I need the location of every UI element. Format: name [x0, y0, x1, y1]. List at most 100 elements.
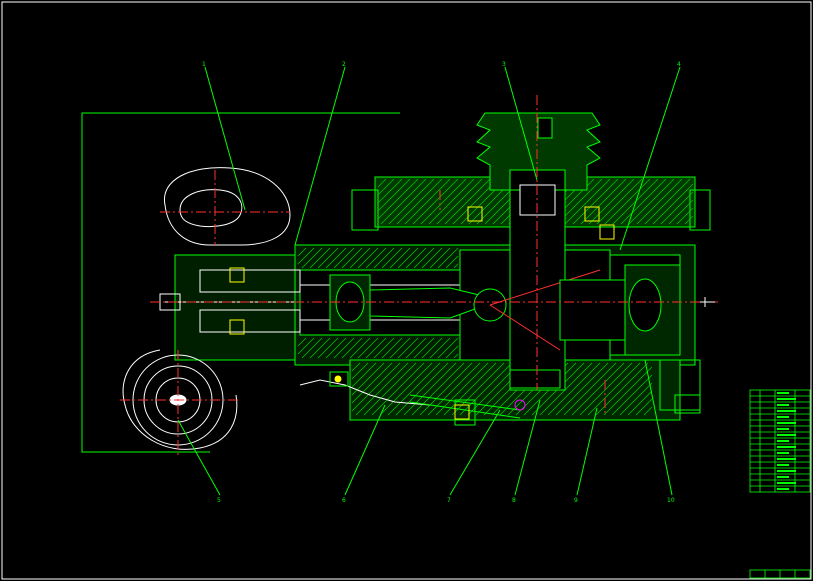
hatch-line	[333, 247, 355, 269]
leader-label-9: 9	[574, 497, 578, 504]
hatch-line	[405, 337, 427, 359]
hatch-line	[429, 337, 451, 359]
hatch-line	[365, 247, 387, 269]
hatch-line	[351, 362, 361, 372]
bom-border	[749, 389, 811, 493]
hatch-line	[377, 178, 411, 212]
hatch-line	[436, 178, 483, 225]
hatch-line	[652, 183, 694, 225]
bom-entry-text	[777, 434, 796, 436]
hatch-line	[603, 366, 653, 416]
hatch-line	[443, 362, 497, 416]
hatch-line	[451, 362, 505, 416]
bom-entry-text	[777, 404, 789, 406]
hatch-line	[635, 398, 653, 416]
hatch-line	[395, 362, 449, 416]
leader-label-7: 7	[447, 497, 451, 504]
hatch-line	[420, 178, 467, 225]
hatch-line	[428, 178, 475, 225]
leader-label-8: 8	[512, 497, 516, 504]
hatch-line	[419, 362, 473, 416]
hatch-line	[437, 247, 459, 269]
hatch-line	[619, 382, 653, 416]
bom-entry-text	[777, 470, 796, 472]
highlight-parts	[229, 206, 615, 420]
hatch-line	[381, 337, 403, 359]
hatch-line	[317, 247, 339, 269]
hatch-line	[403, 362, 457, 416]
hatch-line	[351, 362, 369, 380]
hatch-line	[421, 337, 443, 359]
hatch-line	[341, 247, 363, 269]
hatch-line	[373, 247, 395, 269]
hatch-line	[377, 178, 419, 220]
hatch-line	[429, 247, 451, 269]
hatch-line	[445, 345, 459, 359]
hatch-line	[349, 247, 371, 269]
hatch-line	[379, 362, 433, 416]
bom-entry-text	[777, 458, 796, 460]
bom-entry-text	[777, 452, 789, 454]
hatch-line	[413, 337, 435, 359]
hatch-line	[309, 247, 331, 269]
hatch-line	[387, 362, 441, 416]
hatch-line	[397, 337, 419, 359]
bom-entry-text	[777, 482, 796, 484]
hatch-line	[572, 178, 619, 225]
hatch-line	[435, 362, 489, 416]
hatch-line	[377, 178, 403, 204]
leader-label-4: 4	[677, 61, 681, 68]
centerlines	[120, 95, 720, 455]
bom-entry-text	[777, 446, 796, 448]
hatch-line	[644, 178, 691, 225]
hatch-line	[412, 178, 459, 225]
hatch-line	[351, 362, 393, 404]
hatch-line	[381, 247, 403, 269]
hatch-line	[611, 374, 653, 416]
leader-label-3: 3	[502, 61, 506, 68]
hatch-line	[357, 247, 379, 269]
hatch-line	[445, 255, 459, 269]
hatch-line	[349, 337, 371, 359]
hatch-line	[297, 337, 315, 355]
leader-label-6: 6	[342, 497, 346, 504]
crankshaft	[509, 184, 566, 391]
hatch-line	[377, 178, 395, 196]
hatch-line	[317, 337, 339, 359]
hatch-line	[444, 178, 491, 225]
hatch-line	[587, 362, 641, 416]
hatch-line	[627, 390, 653, 416]
hatch-line	[588, 178, 635, 225]
hatch-line	[351, 362, 401, 412]
hatch-line	[580, 178, 627, 225]
hatch-line	[389, 337, 411, 359]
hatch-line	[547, 362, 601, 416]
bom-entry-text	[777, 392, 789, 394]
hatch-line	[325, 337, 347, 359]
hatch-line	[333, 337, 355, 359]
hatch-line	[301, 337, 323, 359]
hatch-line	[413, 247, 435, 269]
hatch-line	[297, 247, 315, 265]
hatch-line	[325, 247, 347, 269]
hatch-line	[643, 406, 653, 416]
hatch-line	[396, 178, 443, 225]
leader-labels-top: 1 2 3 4	[202, 61, 681, 68]
hatch-line	[676, 207, 694, 225]
hatch-line	[351, 362, 377, 388]
hatch-line	[555, 362, 609, 416]
hatch-line	[377, 178, 387, 188]
hatch-line	[373, 337, 395, 359]
leader-label-5: 5	[217, 497, 221, 504]
hatch-line	[297, 247, 307, 257]
hatch-line	[564, 178, 611, 225]
bom-entry-text	[777, 416, 789, 418]
title-block	[749, 569, 811, 579]
hatch-line	[563, 362, 617, 416]
bom-entry-text	[777, 428, 789, 430]
bill-of-materials-table	[749, 389, 811, 493]
leader-label-2: 2	[342, 61, 346, 68]
overall-dimension-frame	[81, 112, 400, 453]
hatch-line	[539, 362, 593, 416]
